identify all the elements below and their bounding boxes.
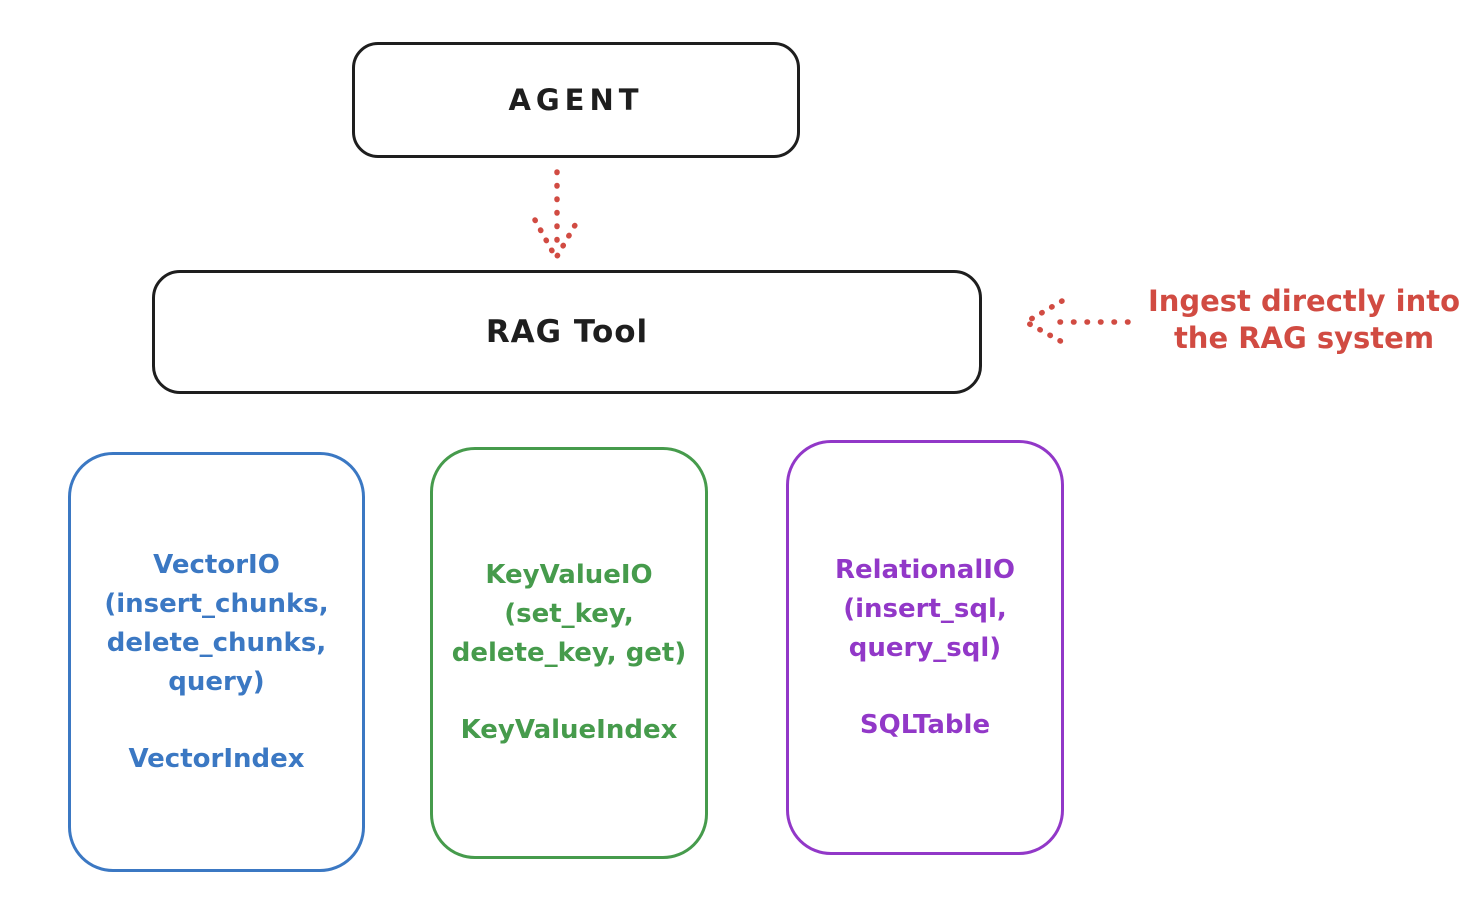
- agent-label: AGENT: [508, 83, 644, 117]
- agent-to-rag-arrow: [532, 169, 581, 264]
- vector-io-methods: VectorIO (insert_chunks, delete_chunks, …: [104, 549, 329, 697]
- vector-io-box: VectorIO (insert_chunks, delete_chunks, …: [68, 452, 365, 872]
- rag-tool-label: RAG Tool: [485, 314, 649, 350]
- keyvalue-index-label: KeyValueIndex: [460, 715, 678, 745]
- keyvalue-io-methods: KeyValueIO (set_key, delete_key, get): [451, 560, 687, 668]
- rag-tool-box: RAG Tool: [152, 270, 982, 394]
- sql-table-label: SQLTable: [859, 709, 991, 740]
- ingest-annotation: Ingest directly into the RAG system: [1147, 284, 1461, 356]
- vector-index-label: VectorIndex: [128, 743, 305, 774]
- keyvalue-io-box: KeyValueIO (set_key, delete_key, get) Ke…: [430, 447, 708, 859]
- agent-box: AGENT: [352, 42, 800, 158]
- relational-io-box: RelationalIO (insert_sql, query_sql) SQL…: [786, 440, 1064, 855]
- relational-io-methods: RelationalIO (insert_sql, query_sql): [834, 554, 1016, 663]
- annotation-to-rag-arrow: [1020, 298, 1131, 346]
